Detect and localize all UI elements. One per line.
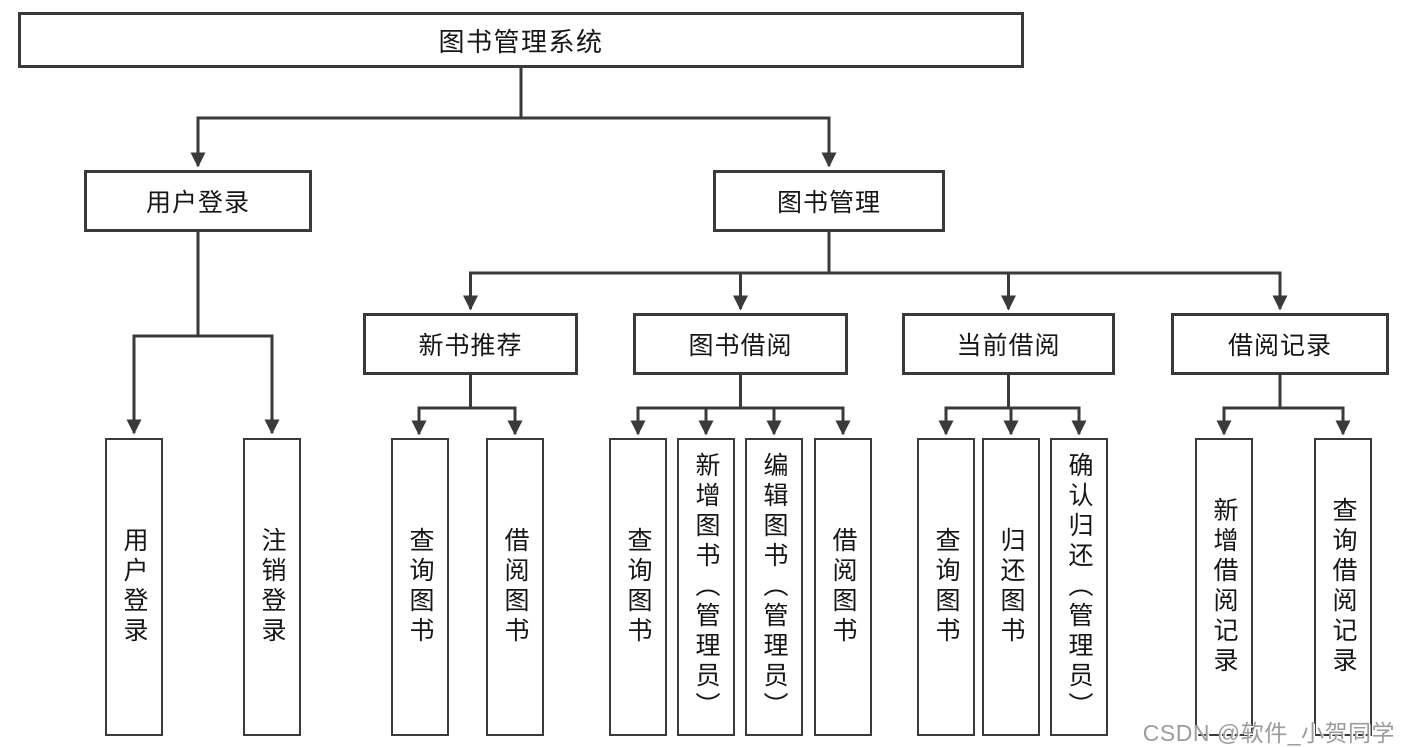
node-book-management: 图书管理: [713, 170, 945, 232]
leaf-user-login: 用户登录: [105, 438, 163, 736]
node-book-borrow: 图书借阅: [633, 313, 848, 375]
leaf-record-query: 查询借阅记录: [1314, 438, 1372, 736]
node-current-borrow: 当前借阅: [902, 313, 1115, 375]
node-new-book-recommend: 新书推荐: [363, 313, 578, 375]
node-user-login: 用户登录: [84, 170, 312, 232]
leaf-current-return-books: 归还图书: [982, 438, 1040, 736]
leaf-borrow-query-books: 查询图书: [609, 438, 667, 736]
watermark-text: CSDN @软件_小贺同学: [1142, 720, 1395, 746]
leaf-current-query-books: 查询图书: [917, 438, 975, 736]
leaf-borrow-borrow-books: 借阅图书: [814, 438, 872, 736]
leaf-borrow-add-books-admin: 新增图书（管理员）: [677, 438, 735, 736]
leaf-record-add: 新增借阅记录: [1195, 438, 1253, 736]
leaf-newbook-query-books: 查询图书: [391, 438, 449, 736]
leaf-logout: 注销登录: [243, 438, 301, 736]
node-borrow-record: 借阅记录: [1171, 313, 1389, 375]
leaf-current-confirm-return-admin: 确认归还（管理员）: [1050, 438, 1108, 736]
node-root: 图书管理系统: [18, 12, 1024, 68]
leaf-borrow-edit-books-admin: 编辑图书（管理员）: [745, 438, 803, 736]
leaf-newbook-borrow-books: 借阅图书: [486, 438, 544, 736]
